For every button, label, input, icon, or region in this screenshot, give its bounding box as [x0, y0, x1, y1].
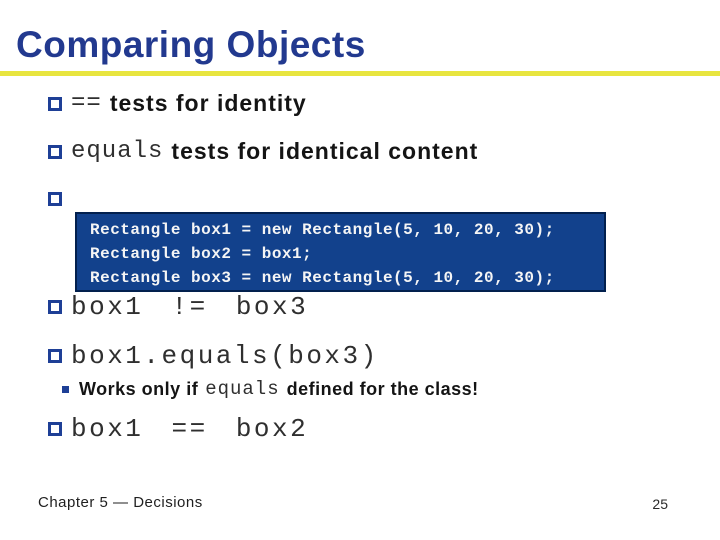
sub-bullet-inline-code-equals: equals — [205, 378, 280, 400]
code-snippet-box: Rectangle box1 = new Rectangle(5, 10, 20… — [75, 212, 606, 292]
footer-page-number: 25 — [652, 496, 668, 512]
sub-bullet-text-before: Works only if — [79, 378, 199, 399]
sub-bullet-row-works-only: Works only if equals defined for the cla… — [62, 378, 479, 400]
bullet-square — [48, 192, 62, 206]
sub-bullet-text-after: defined for the class! — [286, 378, 479, 399]
code-line: Rectangle box3 = new Rectangle(5, 10, 20… — [90, 269, 555, 287]
inline-code-eq-operator: == — [71, 90, 102, 117]
bullet-text-identity: tests for identity — [109, 90, 307, 116]
bullet-row-equals-call: box1.equals(box3) — [48, 341, 379, 371]
bullet-row-identity: == tests for identity — [48, 90, 307, 117]
bullet-square — [48, 96, 62, 111]
slide-title: Comparing Objects — [16, 24, 366, 65]
bullet-row-not-equal: box1 != box3 — [48, 292, 308, 322]
bullet-text-content: tests for identical content — [171, 138, 479, 164]
sub-bullet-square — [62, 385, 69, 393]
title-underline-rule — [0, 71, 720, 76]
bullet-square — [48, 144, 62, 159]
footer-chapter-label: Chapter 5 — Decisions — [38, 494, 203, 511]
bullet-code-equals-call: box1.equals(box3) — [71, 341, 379, 371]
code-line: Rectangle box1 = new Rectangle(5, 10, 20… — [90, 221, 555, 239]
bullet-square — [48, 422, 62, 436]
code-line: Rectangle box2 = box1; — [90, 245, 313, 263]
bullet-code-equal: box1 == box2 — [71, 414, 309, 444]
bullet-row-empty — [48, 192, 71, 206]
bullet-row-content: equals tests for identical content — [48, 138, 478, 165]
bullet-code-not-equal: box1 != box3 — [71, 292, 309, 322]
bullet-square — [48, 300, 62, 314]
inline-code-equals: equals — [71, 138, 164, 165]
bullet-row-equal: box1 == box2 — [48, 414, 308, 444]
bullet-square — [48, 349, 62, 363]
